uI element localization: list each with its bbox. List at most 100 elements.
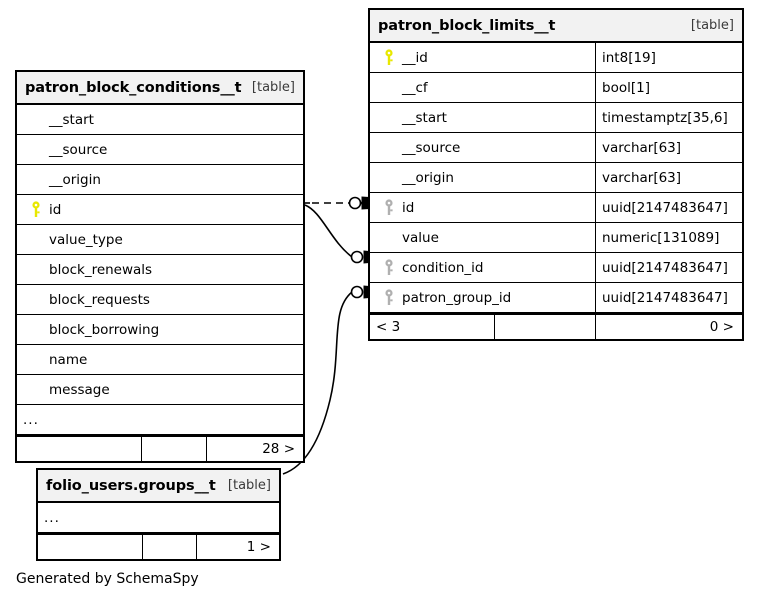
column-name: message [49, 381, 110, 398]
column-name-cell: block_requests [17, 285, 303, 314]
table-title: patron_block_conditions__t [25, 79, 242, 96]
footer-middle [142, 535, 196, 559]
column-name-cell: message [17, 375, 303, 404]
column-name-cell: id [370, 193, 595, 222]
column-name-cell: __source [17, 135, 303, 164]
table-header: patron_block_limits__t [table] [370, 10, 742, 43]
table-footer: 28 > [17, 435, 303, 461]
primary-key-icon [376, 49, 402, 66]
table-row[interactable]: __source varchar[63] [370, 133, 742, 163]
footer-middle [141, 437, 206, 461]
edge-terminator-limits-patron-group-id [350, 285, 369, 299]
column-name: __source [49, 141, 108, 158]
table-row[interactable]: value_type [17, 225, 303, 255]
table-row[interactable]: __origin [17, 165, 303, 195]
table-kind-label: [table] [251, 80, 295, 95]
table-row[interactable]: name [17, 345, 303, 375]
column-type: varchar[63] [595, 163, 742, 192]
edge-terminator-limits-condition-id [350, 250, 369, 264]
table-row[interactable]: message [17, 375, 303, 405]
table-row[interactable]: __start [17, 105, 303, 135]
table-header: folio_users.groups__t [table] [38, 470, 279, 503]
column-name: __start [49, 111, 94, 128]
table-footer: 1 > [38, 533, 279, 559]
table-row-more[interactable]: ... [17, 405, 303, 435]
table-kind-label: [table] [227, 478, 271, 493]
footer-middle [494, 315, 595, 339]
footer-parent-count [38, 535, 142, 559]
table-patron-block-conditions[interactable]: patron_block_conditions__t [table] __sta… [15, 70, 305, 463]
footer-parent-count [17, 437, 141, 461]
column-name: __source [402, 139, 461, 156]
table-row[interactable]: __source [17, 135, 303, 165]
column-name: block_borrowing [49, 321, 160, 338]
column-type: timestamptz[35,6] [595, 103, 742, 132]
column-name-cell: __origin [17, 165, 303, 194]
column-name-cell: __id [370, 43, 595, 72]
column-name-cell: condition_id [370, 253, 595, 282]
table-row[interactable]: __cf bool[1] [370, 73, 742, 103]
column-type: bool[1] [595, 73, 742, 102]
table-patron-block-limits[interactable]: patron_block_limits__t [table] __id int8… [368, 8, 744, 341]
column-name: __origin [49, 171, 101, 188]
column-name-cell: __start [17, 105, 303, 134]
table-row[interactable]: __origin varchar[63] [370, 163, 742, 193]
column-name-cell: value_type [17, 225, 303, 254]
column-name-cell: __cf [370, 73, 595, 102]
column-name-cell: value [370, 223, 595, 252]
diagram-caption: Generated by SchemaSpy [16, 571, 199, 587]
table-row[interactable]: __start timestamptz[35,6] [370, 103, 742, 133]
column-name: patron_group_id [402, 289, 512, 306]
footer-child-count: 0 > [595, 315, 742, 339]
foreign-key-icon [376, 199, 402, 216]
more-columns-indicator: ... [44, 509, 60, 526]
column-name: id [49, 201, 62, 218]
table-row[interactable]: id [17, 195, 303, 225]
column-type: numeric[131089] [595, 223, 742, 252]
column-name: block_requests [49, 291, 150, 308]
column-name: value [402, 229, 439, 246]
column-name: value_type [49, 231, 123, 248]
column-name: condition_id [402, 259, 484, 276]
column-name: __start [402, 109, 447, 126]
column-name: name [49, 351, 88, 368]
table-row[interactable]: block_requests [17, 285, 303, 315]
column-name: __origin [402, 169, 454, 186]
column-name: __cf [402, 79, 428, 96]
column-name-cell: block_borrowing [17, 315, 303, 344]
table-row[interactable]: block_borrowing [17, 315, 303, 345]
column-name: id [402, 199, 415, 216]
column-name-cell: __start [370, 103, 595, 132]
table-row[interactable]: block_renewals [17, 255, 303, 285]
column-type: uuid[2147483647] [595, 253, 742, 282]
table-title: folio_users.groups__t [46, 477, 216, 494]
foreign-key-icon [376, 259, 402, 276]
footer-parent-count: < 3 [376, 319, 401, 335]
more-columns-indicator: ... [23, 411, 39, 428]
table-header: patron_block_conditions__t [table] [17, 72, 303, 105]
table-row[interactable]: __id int8[19] [370, 43, 742, 73]
table-row-more[interactable]: ... [38, 503, 279, 533]
table-row[interactable]: patron_group_id uuid[2147483647] [370, 283, 742, 313]
table-folio-users-groups[interactable]: folio_users.groups__t [table] ... 1 > [36, 468, 281, 561]
table-footer: < 3 0 > [370, 313, 742, 339]
column-type: uuid[2147483647] [595, 283, 742, 312]
primary-key-icon [23, 201, 49, 218]
column-type: varchar[63] [595, 133, 742, 162]
column-name-cell: id [17, 195, 303, 224]
table-row[interactable]: id uuid[2147483647] [370, 193, 742, 223]
column-name-cell: __origin [370, 163, 595, 192]
column-name: __id [402, 49, 428, 66]
footer-child-count: 28 > [206, 437, 303, 461]
table-row[interactable]: condition_id uuid[2147483647] [370, 253, 742, 283]
column-name-cell: __source [370, 133, 595, 162]
table-row[interactable]: value numeric[131089] [370, 223, 742, 253]
column-type: uuid[2147483647] [595, 193, 742, 222]
column-type: int8[19] [595, 43, 742, 72]
table-kind-label: [table] [690, 18, 734, 33]
foreign-key-icon [376, 289, 402, 306]
table-title: patron_block_limits__t [378, 17, 556, 34]
footer-child-count: 1 > [196, 535, 279, 559]
column-name-cell: patron_group_id [370, 283, 595, 312]
